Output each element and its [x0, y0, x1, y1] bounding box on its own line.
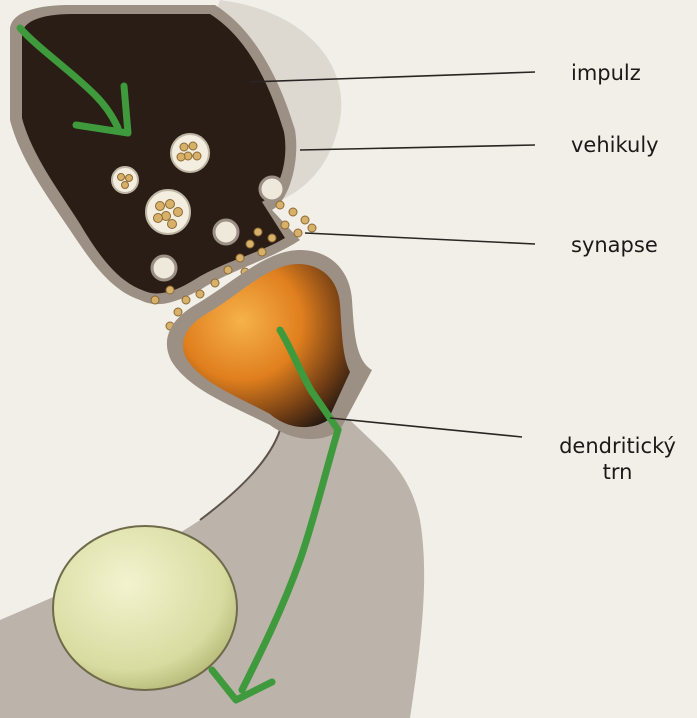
- label-synapse: synapse: [571, 232, 658, 258]
- leader-vesicles: [300, 145, 535, 150]
- label-vesicles: vehikuly: [571, 132, 659, 158]
- label-spine-line2: trn: [550, 459, 685, 485]
- leader-synapse: [305, 233, 535, 244]
- label-spine-line1: dendritický: [550, 433, 685, 459]
- axon-terminal-body: [22, 14, 285, 293]
- cell-body: [53, 526, 237, 690]
- label-dendritic-spine: dendritický trn: [550, 433, 685, 485]
- label-impulse: impulz: [571, 60, 641, 86]
- spine-head: [183, 264, 350, 427]
